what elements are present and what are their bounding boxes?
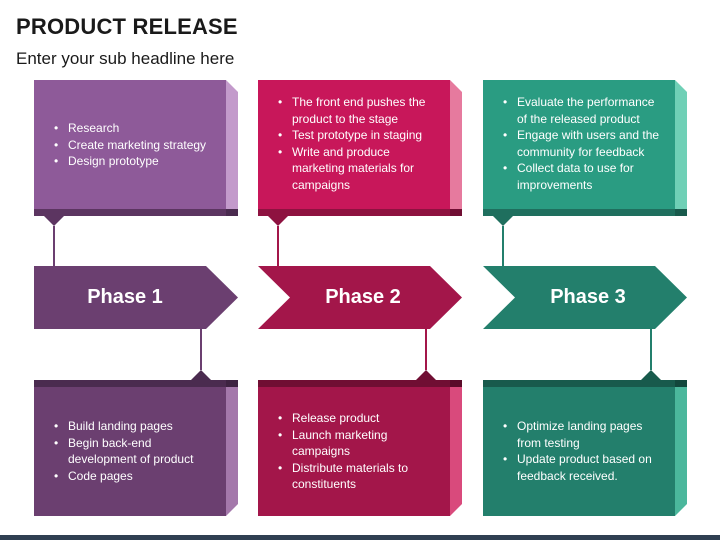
- list-item: Code pages: [54, 468, 214, 485]
- list-item: Engage with users and the community for …: [503, 127, 663, 160]
- phase-1-top-connector: [53, 226, 55, 266]
- box-face: Research Create marketing strategy Desig…: [34, 80, 226, 209]
- phase-1-label: Phase 1: [87, 286, 163, 308]
- box-lip-side: [226, 380, 238, 387]
- box-lip-side: [450, 380, 462, 387]
- phase-2-label: Phase 2: [325, 286, 401, 308]
- box-lip: [258, 380, 450, 387]
- phase-3-bottom-list: Optimize landing pages from testing Upda…: [483, 418, 675, 484]
- box-lip: [483, 209, 675, 216]
- box-face: Release product Launch marketing campaig…: [258, 387, 450, 516]
- phase-2-bottom-list: Release product Launch marketing campaig…: [258, 410, 450, 493]
- list-item: Begin back-end development of product: [54, 435, 214, 468]
- bottom-bar: [0, 535, 720, 540]
- phase-3-top-pointer: [493, 216, 513, 226]
- phase-3-bottom-pointer: [641, 370, 661, 380]
- list-item: Test prototype in staging: [278, 127, 438, 144]
- list-item: Collect data to use for improvements: [503, 160, 663, 193]
- box-face: The front end pushes the product to the …: [258, 80, 450, 209]
- phase-3-bottom-connector: [650, 329, 652, 370]
- page-subtitle: Enter your sub headline here: [16, 49, 235, 68]
- list-item: Design prototype: [54, 153, 214, 170]
- list-item: The front end pushes the product to the …: [278, 94, 438, 127]
- box-side: [450, 387, 462, 516]
- phase-2-top-list: The front end pushes the product to the …: [258, 80, 450, 193]
- list-item: Launch marketing campaigns: [278, 427, 438, 460]
- box-lip-side: [450, 209, 462, 216]
- phase-2-arrow: Phase 2: [258, 266, 462, 329]
- box-lip-side: [226, 209, 238, 216]
- box-lip: [34, 209, 226, 216]
- phase-3-top-box: Evaluate the performance of the released…: [483, 80, 687, 216]
- list-item: Research: [54, 120, 214, 137]
- list-item: Build landing pages: [54, 418, 214, 435]
- box-lip-side: [675, 380, 687, 387]
- phase-1-top-pointer: [44, 216, 64, 226]
- box-side: [450, 80, 462, 209]
- list-item: Create marketing strategy: [54, 137, 214, 154]
- box-face: Optimize landing pages from testing Upda…: [483, 387, 675, 516]
- box-side: [226, 387, 238, 516]
- list-item: Optimize landing pages from testing: [503, 418, 663, 451]
- phase-2-bottom-connector: [425, 329, 427, 370]
- phase-2-top-connector: [277, 226, 279, 266]
- list-item: Release product: [278, 410, 438, 427]
- box-side: [675, 80, 687, 209]
- phase-2-top-box: The front end pushes the product to the …: [258, 80, 462, 216]
- phase-3-arrow: Phase 3: [483, 266, 687, 329]
- phase-2-bottom-box: Release product Launch marketing campaig…: [258, 380, 462, 516]
- phase-1-bottom-list: Build landing pages Begin back-end devel…: [34, 418, 226, 484]
- phase-3-top-connector: [502, 226, 504, 266]
- phase-2-top-pointer: [268, 216, 288, 226]
- box-lip: [258, 209, 450, 216]
- phase-3-top-list: Evaluate the performance of the released…: [483, 80, 675, 193]
- phase-1-top-list: Research Create marketing strategy Desig…: [34, 80, 226, 170]
- box-face: Evaluate the performance of the released…: [483, 80, 675, 209]
- box-side: [226, 80, 238, 209]
- box-face: Build landing pages Begin back-end devel…: [34, 387, 226, 516]
- box-lip: [483, 380, 675, 387]
- page-title: PRODUCT RELEASE: [16, 14, 238, 39]
- phase-3-bottom-box: Optimize landing pages from testing Upda…: [483, 380, 687, 516]
- box-side: [675, 387, 687, 516]
- phase-1-arrow: Phase 1: [34, 266, 238, 329]
- phase-1-top-box: Research Create marketing strategy Desig…: [34, 80, 238, 216]
- phase-2-bottom-pointer: [416, 370, 436, 380]
- phase-3-label: Phase 3: [550, 286, 626, 308]
- list-item: Update product based on feedback receive…: [503, 451, 663, 484]
- box-lip: [34, 380, 226, 387]
- list-item: Distribute materials to constituents: [278, 460, 438, 493]
- phase-1-bottom-pointer: [191, 370, 211, 380]
- list-item: Write and produce marketing materials fo…: [278, 144, 438, 194]
- phase-1-bottom-box: Build landing pages Begin back-end devel…: [34, 380, 238, 516]
- box-lip-side: [675, 209, 687, 216]
- phase-1-bottom-connector: [200, 329, 202, 370]
- list-item: Evaluate the performance of the released…: [503, 94, 663, 127]
